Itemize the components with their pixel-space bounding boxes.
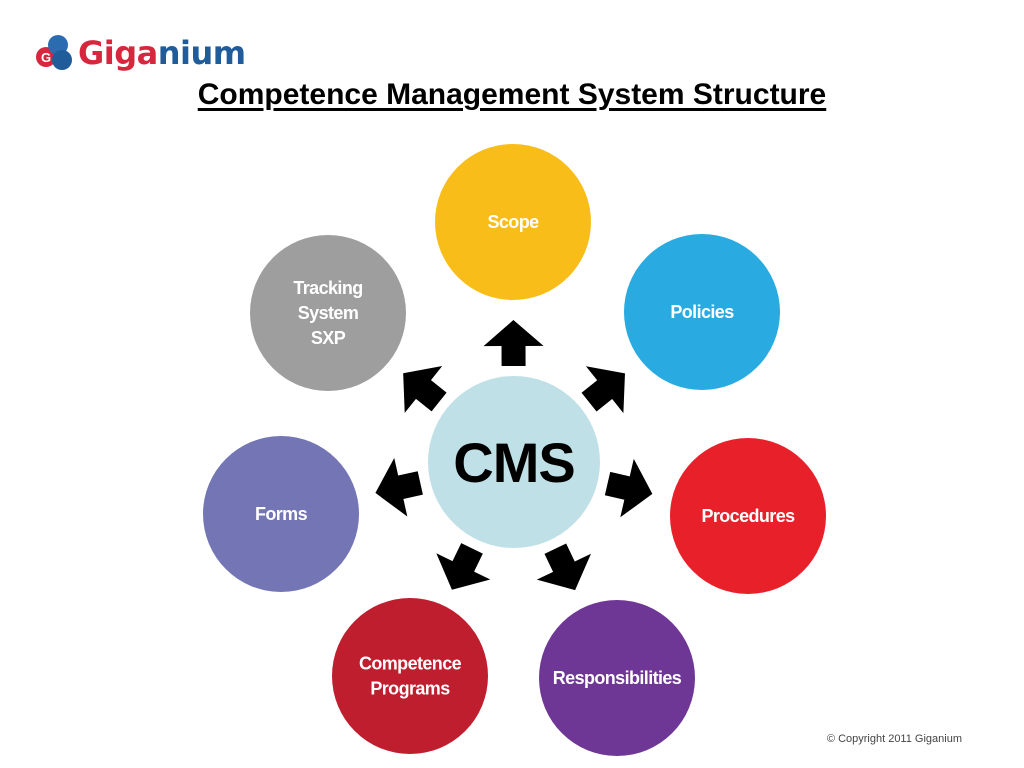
giganium-logo: G Giganium: [34, 28, 246, 78]
node-scope: Scope: [435, 144, 591, 300]
node-procedures-circle: [670, 438, 826, 594]
arrow-to-responsibilities: [536, 543, 592, 591]
svg-text:G: G: [41, 50, 51, 65]
copyright-notice: © Copyright 2011 Giganium: [826, 733, 962, 745]
node-scope-label: Scope: [487, 212, 539, 232]
node-responsibilities-label: Responsibilities: [553, 668, 682, 688]
arrow-to-policies: [581, 366, 625, 414]
node-policies: Policies: [624, 234, 780, 390]
node-scope-circle: [435, 144, 591, 300]
node-policies-circle: [624, 234, 780, 390]
node-forms-label: Forms: [255, 504, 308, 524]
cms-center-circle: [428, 376, 600, 548]
node-tracking-system-sxp-label: Tracking: [293, 278, 362, 298]
node-responsibilities-circle: [539, 600, 695, 756]
node-competence-programs-label: Competence: [359, 654, 462, 674]
wordmark-part-1: Giga: [78, 34, 158, 72]
node-forms-circle: [203, 436, 359, 592]
node-tracking-system-sxp-circle: [250, 235, 406, 391]
cms-center-node: CMS: [428, 376, 600, 548]
giganium-wordmark: Giganium: [78, 37, 246, 69]
node-competence-programs-circle: [332, 598, 488, 754]
page-title: Competence Management System Structure: [197, 78, 827, 111]
node-forms: Forms: [203, 436, 359, 592]
arrow-to-procedures: [604, 458, 653, 518]
node-policies-label: Policies: [670, 302, 734, 322]
arrow-to-competence-programs: [436, 543, 491, 590]
node-procedures: Procedures: [670, 438, 826, 594]
arrow-to-scope: [483, 320, 544, 367]
cms-center-label: CMS: [453, 431, 574, 494]
node-competence-programs-label: Programs: [370, 679, 450, 699]
node-tracking-system-sxp-label: SXP: [311, 328, 346, 348]
arrow-to-tracking-system-sxp: [403, 366, 447, 413]
wordmark-part-2: nium: [157, 34, 246, 72]
arrow-to-forms: [375, 457, 423, 517]
node-responsibilities: Responsibilities: [539, 600, 695, 756]
node-procedures-label: Procedures: [701, 506, 795, 526]
node-tracking-system-sxp-label: System: [298, 303, 358, 323]
giganium-logo-icon: G: [36, 35, 72, 70]
